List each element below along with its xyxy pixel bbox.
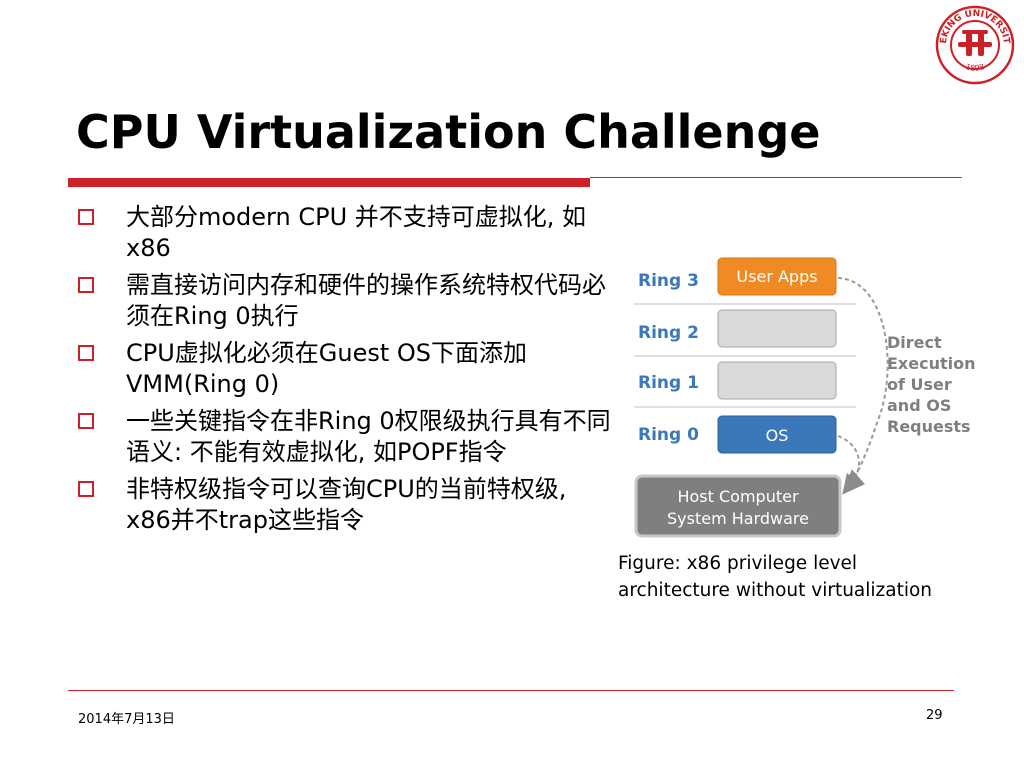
bullet-item: 大部分modern CPU 并不支持可虚拟化, 如x86 bbox=[78, 202, 618, 264]
bullet-text: 非特权级指令可以查询CPU的当前特权级, x86并不trap这些指令 bbox=[126, 475, 567, 534]
bullet-text: 需直接访问内存和硬件的操作系统特权代码必须在Ring 0执行 bbox=[126, 271, 606, 330]
page-number: 29 bbox=[926, 708, 943, 723]
bullet-text: 大部分modern CPU 并不支持可虚拟化, 如x86 bbox=[126, 203, 587, 262]
logo-text-top: PEKING UNIVERSITY bbox=[934, 4, 1011, 45]
ring-1-box bbox=[717, 361, 837, 400]
title-underline-thin bbox=[590, 177, 962, 178]
university-logo: PEKING UNIVERSITY 1898 bbox=[934, 4, 1015, 85]
logo-year: 1898 bbox=[964, 62, 985, 73]
bullet-text: CPU虚拟化必须在Guest OS下面添加VMM(Ring 0) bbox=[126, 339, 528, 398]
caption-line-2: architecture without virtualization bbox=[618, 580, 933, 601]
hardware-line-1: Host Computer bbox=[677, 487, 798, 506]
ring-3-box bbox=[717, 257, 837, 296]
bullet-square-icon bbox=[78, 209, 94, 225]
bullet-square-icon bbox=[78, 345, 94, 361]
side-text-line: of User bbox=[887, 375, 952, 394]
direct-execution-arrow bbox=[837, 277, 889, 495]
bullet-square-icon bbox=[78, 413, 94, 429]
logo-emblem-icon bbox=[958, 30, 992, 56]
caption-line-1: Figure: x86 privilege level bbox=[618, 553, 858, 574]
ring-1-label: Ring 1 bbox=[638, 373, 699, 393]
privilege-ring-diagram: Ring 3 Ring 2 Ring 1 Ring 0 User Apps OS… bbox=[634, 257, 976, 538]
os-execution-arrow bbox=[837, 435, 866, 490]
hardware-line-2: System Hardware bbox=[667, 509, 809, 528]
bullet-list: 大部分modern CPU 并不支持可虚拟化, 如x86 需直接访问内存和硬件的… bbox=[78, 202, 618, 542]
svg-text:PEKING UNIVERSITY: PEKING UNIVERSITY bbox=[934, 4, 1011, 45]
ring-3-box-text: User Apps bbox=[736, 267, 817, 286]
bullet-square-icon bbox=[78, 481, 94, 497]
ring-2-box bbox=[717, 309, 837, 348]
bullet-item: 一些关键指令在非Ring 0权限级执行具有不同语义: 不能有效虚拟化, 如POP… bbox=[78, 406, 618, 468]
side-text-line: Execution bbox=[887, 354, 976, 373]
bullet-item: CPU虚拟化必须在Guest OS下面添加VMM(Ring 0) bbox=[78, 338, 618, 400]
hardware-box bbox=[634, 474, 842, 538]
ring-0-label: Ring 0 bbox=[638, 425, 699, 445]
side-text-line: Requests bbox=[887, 417, 971, 436]
title-underline-thick bbox=[68, 178, 590, 187]
ring-3-label: Ring 3 bbox=[638, 271, 699, 291]
side-text-line: and OS bbox=[887, 396, 951, 415]
svg-text:1898: 1898 bbox=[964, 62, 985, 73]
bullet-item: 非特权级指令可以查询CPU的当前特权级, x86并不trap这些指令 bbox=[78, 474, 618, 536]
ring-2-label: Ring 2 bbox=[638, 323, 699, 343]
footer-divider bbox=[68, 690, 954, 691]
bullet-text: 一些关键指令在非Ring 0权限级执行具有不同语义: 不能有效虚拟化, 如POP… bbox=[126, 407, 611, 466]
slide-title: CPU Virtualization Challenge bbox=[76, 105, 821, 159]
bullet-item: 需直接访问内存和硬件的操作系统特权代码必须在Ring 0执行 bbox=[78, 270, 618, 332]
ring-0-box-text: OS bbox=[766, 426, 789, 445]
figure-caption: Figure: x86 privilege level architecture… bbox=[618, 550, 1018, 604]
footer-date: 2014年7月13日 bbox=[78, 712, 175, 727]
ring-0-box bbox=[717, 415, 837, 454]
bullet-square-icon bbox=[78, 277, 94, 293]
side-text-line: Direct bbox=[887, 333, 942, 352]
